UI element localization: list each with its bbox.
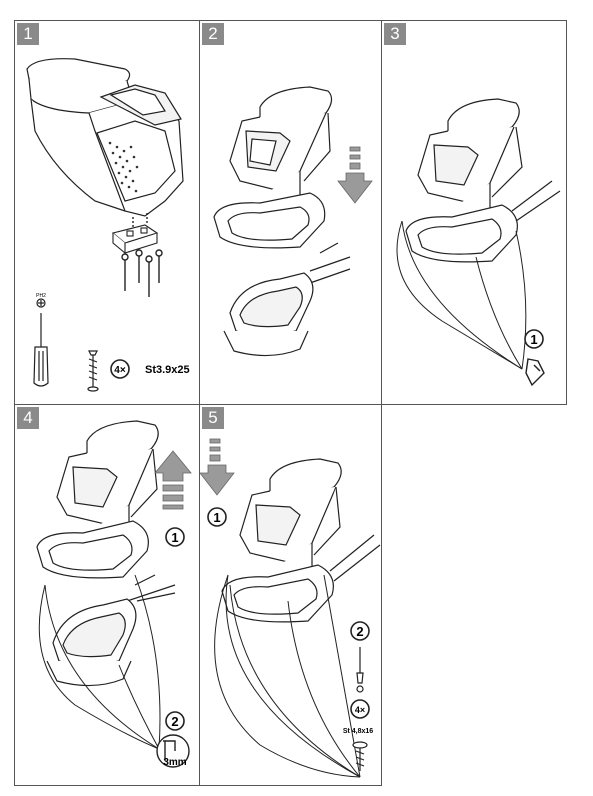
callout-2-badge — [350, 621, 370, 641]
screwdriver-tip-icon — [356, 647, 364, 693]
screw-count-badge — [110, 359, 130, 379]
callout-2-number: 2 — [171, 714, 178, 729]
callout-1-number: 1 — [213, 510, 220, 525]
mounting-bracket — [111, 224, 159, 255]
screwdriver-icon — [33, 298, 49, 387]
step-2-number: 2 — [202, 23, 224, 45]
clip-tool-icon — [525, 358, 545, 387]
step-5-number: 5 — [202, 407, 224, 429]
screw-icon — [87, 350, 99, 392]
callout-2-badge — [165, 711, 185, 731]
callout-1-badge — [165, 527, 185, 547]
step-3-illustration: 1 — [396, 98, 561, 387]
armrest-drawing — [26, 58, 184, 217]
down-arrow-icon — [199, 438, 235, 496]
armrest-drawing — [213, 86, 333, 249]
perforation-pattern — [108, 141, 139, 193]
armrest-drawing — [405, 98, 561, 263]
routing-lines — [214, 574, 361, 778]
gap-gauge-icon — [156, 734, 190, 768]
step-2-panel: 2 — [199, 20, 382, 405]
step-4-panel: 4 — [14, 404, 200, 786]
up-arrow-icon — [154, 450, 192, 510]
step-5-panel: 5 — [199, 404, 382, 786]
step-2-illustration — [213, 86, 373, 357]
screw-icon — [352, 741, 368, 771]
routing-lines — [38, 574, 161, 750]
routing-lines — [396, 220, 527, 370]
step-4-illustration: 1 2 3mm — [36, 420, 192, 768]
step-3-panel: 3 1 — [381, 20, 567, 405]
step-3-number: 3 — [384, 23, 406, 45]
gap-measurement: 3mm — [163, 757, 186, 768]
armrest-drawing — [221, 458, 381, 623]
base-console — [223, 242, 351, 357]
step-1-illustration: PH2 4× St3.9x25 — [26, 58, 190, 392]
screw-count: 4× — [114, 365, 126, 376]
callout-1-badge — [207, 507, 227, 527]
step-4-number: 4 — [17, 407, 39, 429]
step-1-number: 1 — [17, 23, 39, 45]
screw-spec: St3.9x25 — [145, 364, 190, 376]
base-console — [46, 592, 176, 687]
armrest-drawing — [36, 420, 176, 602]
callout-badge — [524, 329, 544, 349]
callout-1-number: 1 — [171, 530, 178, 545]
screw-spec: St 4,8x16 — [343, 728, 373, 735]
callout-number: 1 — [530, 332, 537, 347]
screw-count-badge — [350, 699, 370, 719]
down-arrow-icon — [337, 146, 373, 204]
step-1-panel: 1 — [14, 20, 200, 405]
callout-2-number: 2 — [356, 624, 363, 639]
screw-set — [121, 213, 163, 297]
step-5-illustration: 1 2 4× St 4,8x16 — [199, 438, 381, 778]
screw-count: 4× — [355, 705, 365, 715]
screwdriver-tag: PH2 — [36, 293, 46, 299]
